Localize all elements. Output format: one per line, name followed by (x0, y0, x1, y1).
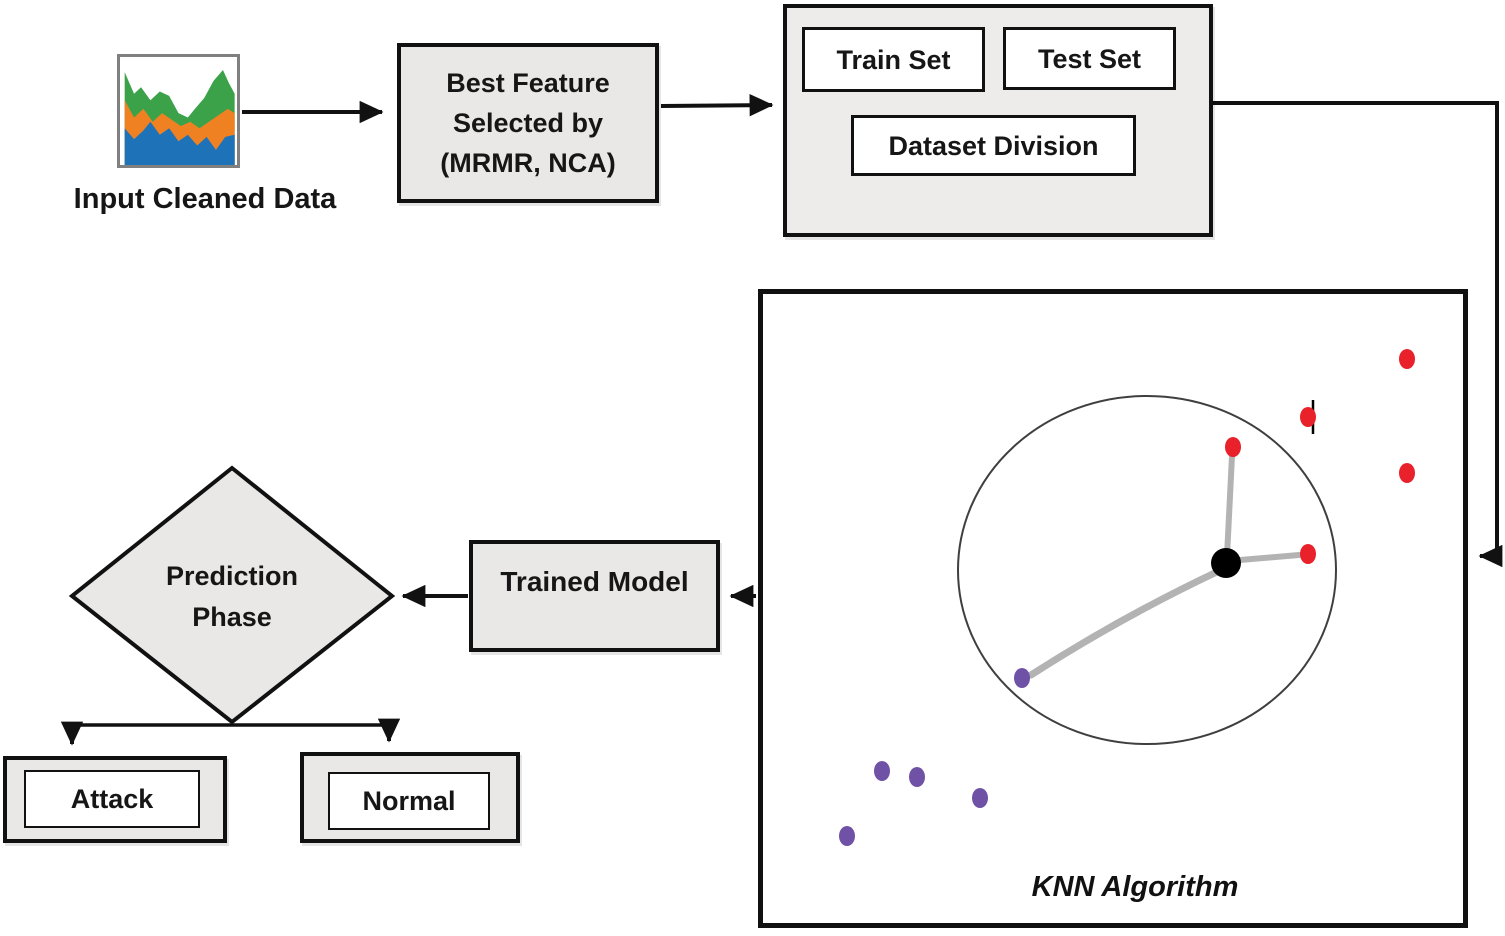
attack-box: Attack (24, 770, 200, 828)
purple-class-point (1014, 668, 1030, 688)
best-feature-line3: (MRMR, NCA) (440, 148, 616, 178)
red-class-point (1300, 544, 1316, 564)
test-set-label: Test Set (1037, 43, 1142, 74)
prediction-line1: Prediction (165, 561, 299, 591)
stacked-area-chart-icon (120, 57, 237, 165)
red-class-point (1225, 437, 1241, 457)
best-feature-line1: Best Feature (446, 68, 610, 98)
normal-outer-box: Normal (300, 752, 520, 843)
train-set-label: Train Set (836, 44, 951, 75)
knn-points-layer (763, 294, 1463, 923)
dataset-division-box: Dataset Division (851, 115, 1136, 176)
knn-algorithm-label: KNN Algorithm (1031, 871, 1239, 903)
knn-neighborhood-circle (957, 395, 1337, 745)
knn-link-up (1224, 453, 1235, 559)
purple-class-point (839, 826, 855, 846)
normal-box: Normal (328, 772, 490, 830)
input-data-label: Input Cleaned Data (73, 183, 337, 215)
best-feature-line2: Selected by (452, 108, 604, 138)
arrow-bestfeature-to-dataset (660, 94, 774, 117)
purple-class-point (909, 767, 925, 787)
trained-model-box: Trained Model (469, 540, 720, 652)
knn-link-right (1237, 552, 1302, 563)
prediction-line2: Phase (192, 602, 272, 632)
knn-plot (957, 395, 1337, 745)
knn-algorithm-box: KNN Algorithm (758, 289, 1468, 928)
prediction-diamond-shape (68, 465, 396, 725)
red-class-point (1300, 407, 1316, 427)
red-class-point (1399, 349, 1415, 369)
best-feature-box: Best Feature Selected by (MRMR, NCA) (397, 43, 659, 203)
dataset-division-group: Train Set Test Set Dataset Division (783, 4, 1213, 237)
input-data-chart-icon (117, 54, 240, 168)
test-set-box: Test Set (1003, 27, 1176, 90)
trained-model-label: Trained Model (500, 566, 689, 597)
purple-class-point (874, 761, 890, 781)
knn-link-diagonal (1027, 566, 1225, 679)
dataset-division-label: Dataset Division (888, 130, 1099, 161)
prediction-phase-label: Prediction Phase (132, 556, 332, 638)
purple-class-point (972, 788, 988, 808)
query-point (1211, 548, 1241, 578)
arrow-dataset-to-knn (1213, 101, 1503, 568)
normal-label: Normal (362, 786, 456, 816)
attack-label: Attack (70, 784, 154, 814)
train-set-box: Train Set (802, 27, 985, 92)
red-class-point (1399, 463, 1415, 483)
attack-outer-box: Attack (3, 756, 227, 843)
